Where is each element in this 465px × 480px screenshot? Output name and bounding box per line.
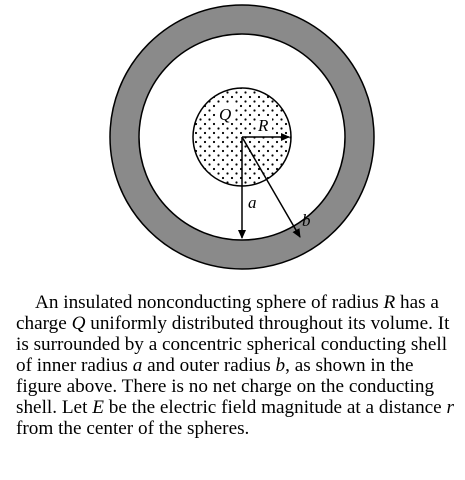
variable-b: b <box>275 355 286 376</box>
charge-label-bg <box>217 104 233 123</box>
variable-Q: Q <box>71 313 86 334</box>
concentric-spheres-figure: Q R a b <box>109 4 375 270</box>
radius-b-arrow <box>241 136 301 238</box>
radius-R-label-bg <box>256 116 272 134</box>
variable-r: r <box>446 397 454 418</box>
problem-statement: An insulated nonconducting sphere of rad… <box>16 292 456 439</box>
radius-a-label: a <box>248 193 257 212</box>
text-segment: and outer radius <box>142 355 276 376</box>
variable-a: a <box>132 355 143 376</box>
text-segment: be the electric field magnitude at a dis… <box>103 397 447 418</box>
text-segment: uniformly distributed throughout its vol… <box>16 313 450 376</box>
radius-b-label: b <box>302 211 311 230</box>
text-segment: has a charge <box>16 292 439 334</box>
radius-R-label: R <box>257 116 269 135</box>
text-segment: from the center of the spheres. <box>16 418 250 439</box>
variable-E: E <box>92 397 104 418</box>
text-segment: , as shown in the figure above. There is… <box>16 355 435 418</box>
text-segment: An insulated nonconducting sphere of rad… <box>35 292 384 313</box>
charge-label: Q <box>219 105 231 124</box>
variable-R: R <box>383 292 396 313</box>
